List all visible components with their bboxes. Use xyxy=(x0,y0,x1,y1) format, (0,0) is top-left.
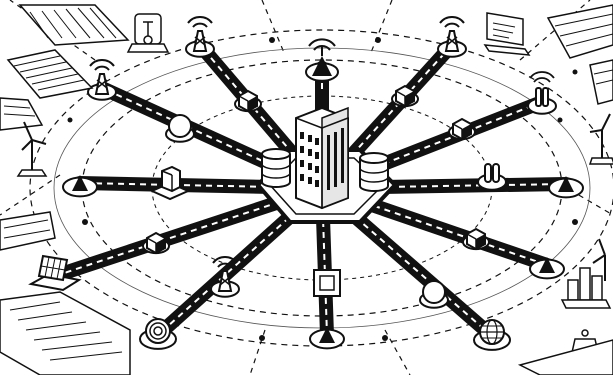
computer-monitor-icon xyxy=(483,12,531,56)
radio-tower-icon xyxy=(437,16,467,58)
periphery-top-left xyxy=(0,4,170,177)
database-icon xyxy=(261,148,291,188)
crop-field-icon xyxy=(6,49,94,99)
cube-icon xyxy=(462,227,490,251)
crop-field-icon xyxy=(589,59,613,105)
radio-tower-icon xyxy=(210,256,240,298)
dish-antenna-icon xyxy=(527,71,557,115)
hub xyxy=(255,90,398,224)
city-buildings-icon xyxy=(560,267,612,309)
cube-icon xyxy=(448,117,476,141)
crop-field-icon xyxy=(0,97,44,131)
ring-dots xyxy=(37,37,578,341)
triangle-marker-icon xyxy=(62,175,98,198)
database-icon xyxy=(359,152,389,192)
office-building-icon xyxy=(295,90,349,210)
globe-icon xyxy=(473,319,511,351)
crop-field-icon xyxy=(0,211,56,251)
crop-field-icon xyxy=(517,339,613,375)
triangle-marker-icon xyxy=(529,257,565,280)
sphere-icon xyxy=(419,280,449,309)
cube-icon xyxy=(234,89,262,113)
radio-tower-icon xyxy=(87,59,117,101)
solar-panel-icon xyxy=(28,254,82,292)
orbit-outer xyxy=(29,29,613,347)
crop-field-icon xyxy=(546,4,613,59)
wind-turbine-icon xyxy=(592,238,606,281)
cube-icon xyxy=(391,84,419,108)
wind-turbine-icon xyxy=(588,113,613,165)
server-icon xyxy=(149,165,191,201)
triangle-marker-icon xyxy=(309,327,345,350)
silo-icon xyxy=(477,163,507,191)
cube-icon xyxy=(142,231,170,255)
radio-tower-icon xyxy=(185,16,215,58)
periphery-top-right xyxy=(483,4,613,165)
square-frame-icon xyxy=(313,269,341,297)
periphery-bottom-right xyxy=(517,238,613,375)
target-icon xyxy=(139,318,177,350)
wind-turbine-icon xyxy=(16,121,48,177)
spoke-nodes xyxy=(28,16,584,351)
lab-flask-icon xyxy=(126,13,170,53)
crop-field-icon xyxy=(0,291,131,375)
crop-field-icon xyxy=(18,4,130,46)
signal-beacon-icon xyxy=(305,38,339,82)
triangle-marker-icon xyxy=(548,176,584,199)
periphery-bottom-left xyxy=(0,211,131,375)
sphere-icon xyxy=(165,114,195,143)
